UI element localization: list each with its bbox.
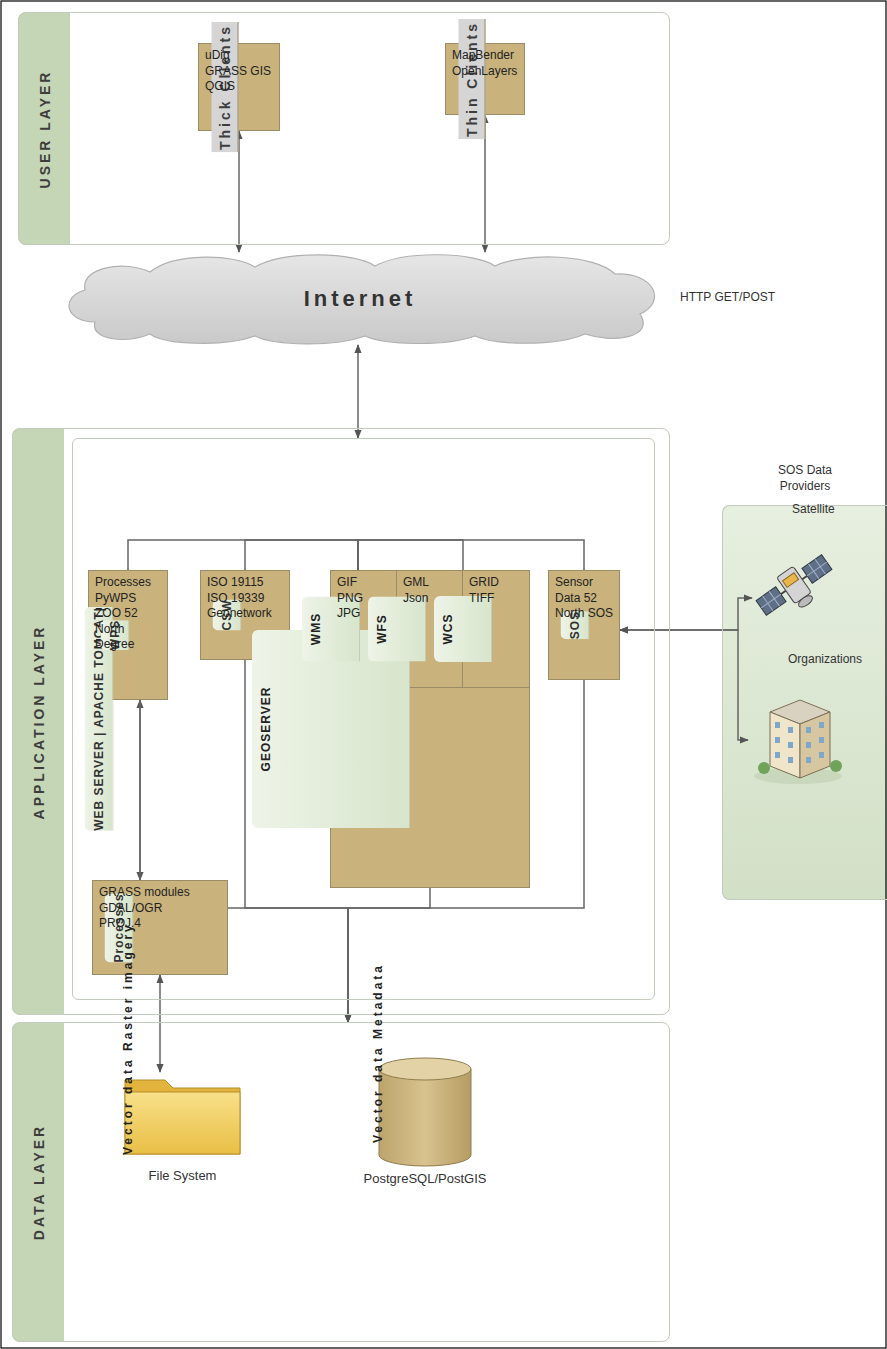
provider-icon: Organizations <box>748 695 852 820</box>
connector-arrow <box>620 630 748 740</box>
web-server-container: WEB SERVER | APACHE TOMCAT|WPSProcesses … <box>72 438 655 1000</box>
band-fill <box>12 428 670 1015</box>
folder-front <box>125 1092 240 1154</box>
component-box: SOSSensor Data 52 North SOS <box>548 570 620 680</box>
layer-fill <box>18 12 670 245</box>
icon-label: Satellite <box>752 501 836 653</box>
geoserver-group: GEOSERVERWMSGIF PNG JPGWFSGML JsonWCSGRI… <box>330 570 530 888</box>
connector-arrow <box>159 975 161 1072</box>
layer-name: APPLICATION LAYER <box>31 624 47 819</box>
protocol-label: HTTP GET/POST <box>680 290 775 304</box>
provider-panel: SOS Data ProvidersSatelliteOrganizations <box>722 505 887 900</box>
folder-content: Vector data Raster imagery <box>121 1049 137 1155</box>
provider-icon: Satellite <box>752 545 836 657</box>
layer-name: USER LAYER <box>37 69 53 188</box>
box-heading: WFS <box>368 597 426 662</box>
cylinder-shape <box>340 1055 510 1190</box>
icon-label: Organizations <box>748 651 852 816</box>
organization-building-icon <box>754 700 842 784</box>
box-body: GRASS modules GDAL/OGR PROJ.4 <box>93 881 227 938</box>
box-body: Sensor Data 52 North SOS <box>549 571 619 628</box>
satellite-icon <box>752 549 840 628</box>
layer-band: APPLICATION LAYER WEB SERVER | APACHE TOM… <box>12 428 670 1015</box>
folder-back <box>125 1080 240 1154</box>
layer-band: DATA LAYERVector data Raster imageryFile… <box>12 1022 670 1342</box>
database-label: PostgreSQL/PostGIS <box>340 1171 510 1186</box>
database-content: Vector data Metadata <box>371 1051 387 1143</box>
box-body: uDig GRASS GIS QGIS <box>199 44 279 101</box>
folder-label: File System <box>115 1168 250 1183</box>
band-fill <box>18 12 670 245</box>
file-system-folder: Vector data Raster imageryFile System <box>115 1072 250 1192</box>
connector-arrow <box>357 345 359 438</box>
box-body: Processes PyWPS ZOO 52 North Degree <box>89 571 167 659</box>
layer-fill <box>12 1022 670 1342</box>
layer-fills <box>12 12 887 1342</box>
internet-cloud: Internet <box>55 252 665 345</box>
database-cylinder: Vector data MetadataPostgreSQL/PostGIS <box>340 1055 510 1190</box>
component-box: WCSGRID TIFF <box>462 570 530 688</box>
cylinder-body <box>379 1069 471 1166</box>
layer-band: USER LAYER Thick ClientsuDig GRASS GIS QG… <box>18 12 670 245</box>
band-strip <box>18 12 70 245</box>
box-heading: Thin Clients <box>459 19 486 139</box>
connector-arrow <box>620 598 752 630</box>
box-body: GRID TIFF <box>463 571 529 612</box>
band-strip <box>12 428 64 1015</box>
layer-fill <box>12 428 670 1015</box>
cylinder-top <box>379 1058 471 1080</box>
box-body: MapBender OpenLayers <box>446 44 524 85</box>
box-body: ISO 19115 ISO 19339 Geonetwork <box>201 571 289 628</box>
band-strip <box>12 1022 64 1342</box>
layer-name: DATA LAYER <box>31 1124 47 1240</box>
component-box: Thick ClientsuDig GRASS GIS QGIS <box>198 43 280 131</box>
panel-heading: SOS Data Providers <box>723 462 887 494</box>
panel-fill <box>722 505 887 900</box>
cloud-label: Internet <box>55 286 665 312</box>
box-heading: WCS <box>434 596 492 662</box>
component-box: ProcessesGRASS modules GDAL/OGR PROJ.4 <box>92 880 228 975</box>
component-box: Thin ClientsMapBender OpenLayers <box>445 43 525 115</box>
layer-fill <box>722 505 887 900</box>
band-fill <box>12 1022 670 1342</box>
